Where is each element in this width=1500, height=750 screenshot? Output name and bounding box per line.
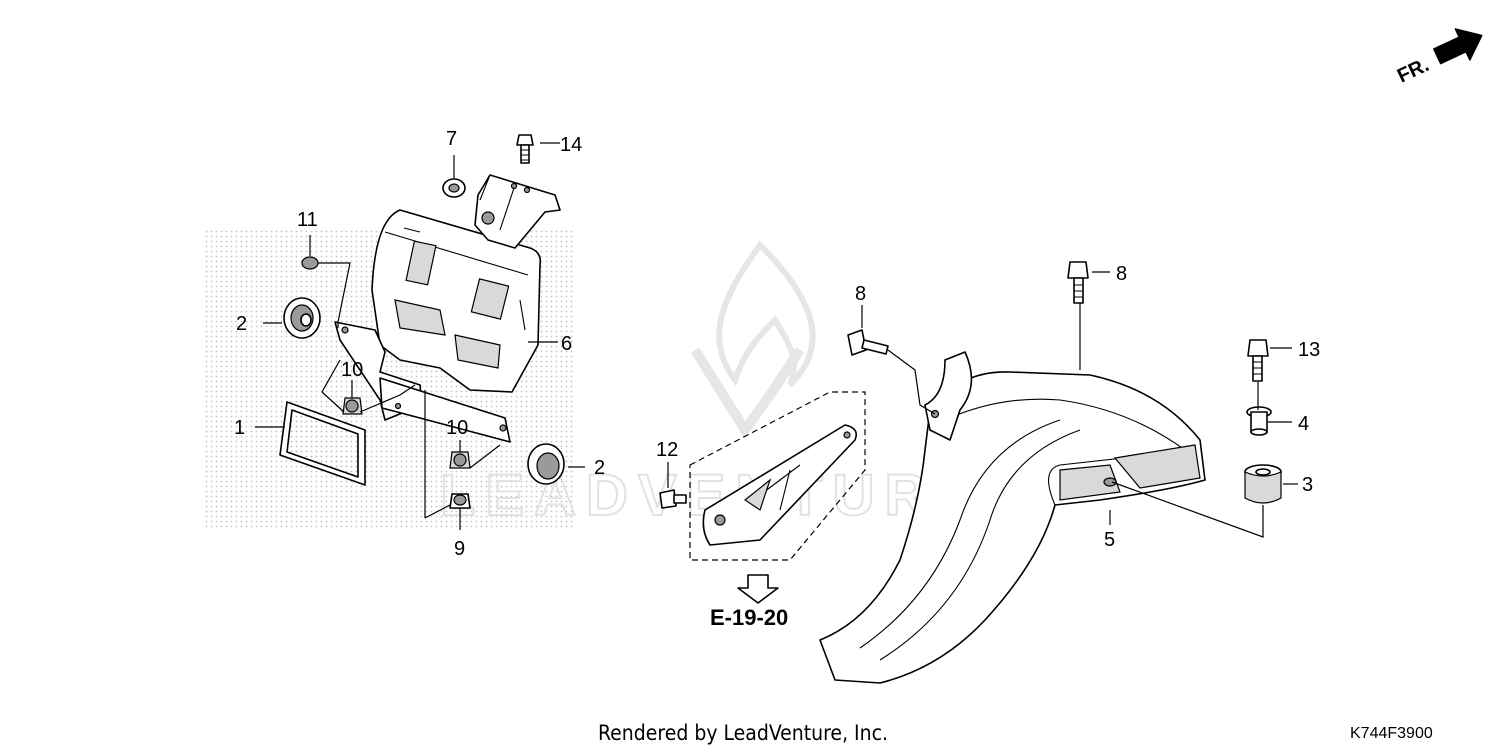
- reference-link-label[interactable]: E-19-20: [710, 605, 788, 630]
- watermark: LEADVENTURE: [205, 230, 976, 530]
- upper-mount-bracket: [474, 174, 561, 249]
- nut-part-11[interactable]: [301, 256, 319, 270]
- callout-7[interactable]: 7: [446, 128, 457, 150]
- callout-9[interactable]: 9: [454, 538, 465, 560]
- callout-13[interactable]: 13: [1298, 339, 1320, 361]
- grommet-part-2-left[interactable]: [283, 297, 321, 339]
- leader-lines-right: [861, 271, 1298, 538]
- grommet-part-2-right[interactable]: [527, 443, 565, 485]
- leader-lines-left: [255, 142, 585, 530]
- callout-11[interactable]: 11: [297, 209, 318, 231]
- front-direction-label: FR.: [1394, 54, 1432, 88]
- diagram-code: K744F3900: [1350, 725, 1433, 742]
- bolt-part-8-left[interactable]: [847, 329, 889, 356]
- nut-part-10-left[interactable]: [342, 397, 363, 415]
- bolt-part-12[interactable]: [659, 489, 687, 509]
- callout-10-left[interactable]: 10: [341, 359, 363, 381]
- callout-2-right[interactable]: 2: [594, 457, 605, 479]
- callout-14[interactable]: 14: [560, 134, 582, 156]
- reference-arrow: [737, 574, 779, 604]
- callout-6[interactable]: 6: [561, 333, 572, 355]
- callout-10-right[interactable]: 10: [446, 417, 468, 439]
- callout-4[interactable]: 4: [1298, 413, 1309, 435]
- callout-3[interactable]: 3: [1302, 474, 1313, 496]
- bolt-part-9[interactable]: [449, 493, 471, 509]
- rear-fender-part-5[interactable]: [819, 371, 1206, 684]
- front-direction-indicator: FR.: [1394, 28, 1483, 88]
- chain-cover-group: [689, 391, 866, 561]
- bolt-part-14[interactable]: [516, 134, 534, 164]
- nut-part-10-right[interactable]: [449, 451, 471, 469]
- cushion-part-3[interactable]: [1244, 464, 1282, 504]
- callout-5[interactable]: 5: [1104, 529, 1115, 551]
- footer-credit: Rendered by LeadVenture, Inc.: [598, 721, 888, 745]
- collar-part-4[interactable]: [1246, 406, 1272, 436]
- front-arrow-icon: [1433, 28, 1483, 65]
- grommet-part-7[interactable]: [442, 178, 466, 198]
- callout-labels: 1 2 2 3 4 5 6 7 8 8 9 10 10 11 12 13 14: [234, 128, 1320, 560]
- callout-8-top[interactable]: 8: [1116, 263, 1127, 285]
- callout-8-left[interactable]: 8: [855, 283, 866, 305]
- callout-1[interactable]: 1: [234, 417, 245, 439]
- callout-2-left[interactable]: 2: [236, 313, 247, 335]
- bolt-part-13[interactable]: [1247, 339, 1269, 382]
- license-bracket-part-6[interactable]: [371, 209, 542, 393]
- callout-12[interactable]: 12: [656, 439, 678, 461]
- reflector-part-1[interactable]: [279, 401, 366, 486]
- bolt-part-8-top[interactable]: [1067, 261, 1089, 304]
